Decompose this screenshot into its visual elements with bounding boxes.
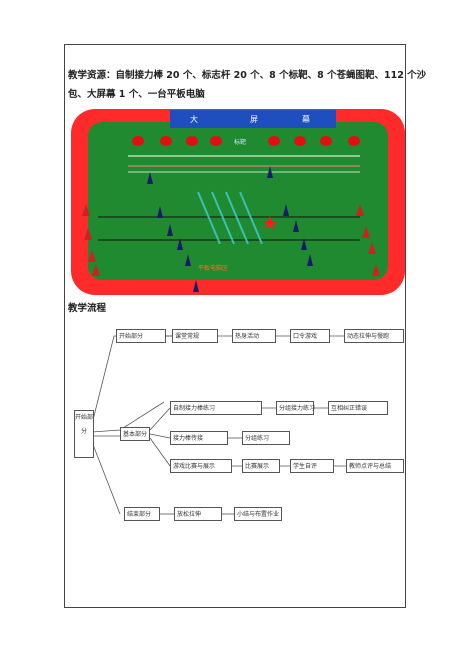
pole — [157, 206, 163, 218]
corner-cones — [82, 204, 380, 276]
field-diagram: 大 屏 幕 标靶 — [70, 108, 406, 296]
flow-node: 教师点评与总结 — [346, 459, 404, 473]
pole — [185, 254, 191, 266]
target-row — [132, 136, 360, 146]
flow-node: 互相纠正错误 — [328, 401, 388, 415]
flow-node: 基本部分 — [120, 427, 150, 441]
pole — [167, 224, 173, 236]
cone — [368, 242, 376, 254]
field-svg: 大 屏 幕 标靶 — [71, 109, 405, 295]
document-frame — [64, 44, 406, 608]
flow-node: 结束部分 — [124, 507, 160, 521]
flow-node: 分组练习 — [242, 431, 290, 445]
flow-node: 放松拉伸 — [174, 507, 222, 521]
cone — [356, 204, 364, 216]
target — [160, 136, 172, 146]
teacher-star-icon — [263, 216, 277, 229]
flow-node: 游戏比赛与展示 — [170, 459, 232, 473]
flow-root-label: 开始部分 — [75, 414, 94, 435]
connector — [149, 437, 171, 467]
ladder — [225, 191, 249, 245]
flow-node: 热身活动 — [232, 329, 276, 343]
connector — [91, 441, 121, 515]
ladder — [211, 191, 235, 245]
flow-chart: 开始部分 开始部分 课堂常规 热身活动 口令游戏 动态拉伸与慢跑 基本部分 自制… — [64, 314, 406, 608]
flow-node: 口令游戏 — [290, 329, 330, 343]
marker-poles — [147, 166, 313, 292]
connector — [149, 433, 171, 439]
flow-node: 接力棒传接 — [170, 431, 228, 445]
agility-ladders — [197, 191, 263, 245]
pole — [293, 220, 299, 232]
tablet-zone-label: 平板电脑区 — [198, 264, 228, 272]
pole — [147, 172, 153, 184]
cone — [92, 264, 100, 276]
screen-banner — [170, 110, 336, 128]
cone — [362, 226, 370, 238]
pole — [283, 204, 289, 216]
flow-node: 动态拉伸与慢跑 — [344, 329, 404, 343]
flow-node: 自制接力棒练习 — [170, 401, 262, 415]
banner-char-3: 幕 — [302, 114, 310, 124]
cone — [88, 250, 96, 262]
cone — [372, 264, 380, 276]
flow-node: 开始部分 — [116, 329, 166, 343]
zone-label: 标靶 — [234, 138, 246, 146]
pole — [307, 254, 313, 266]
teaching-resources: 教学资源：自制接力棒 20 个、标志杆 20 个、8 个标靶、8 个苍蝇图靶、1… — [68, 66, 427, 104]
flow-root: 开始部分 — [74, 410, 94, 458]
cone — [84, 228, 92, 240]
banner-char-1: 大 — [190, 114, 198, 124]
flow-node: 小结与布置作业 — [234, 507, 282, 521]
flow-node: 学生自评 — [290, 459, 334, 473]
target — [132, 136, 144, 146]
flow-node: 分组接力练习 — [276, 401, 315, 415]
pole — [193, 280, 199, 292]
banner-char-2: 屏 — [250, 115, 258, 124]
pole — [267, 166, 273, 178]
target — [186, 136, 198, 146]
resources-line-1: 教学资源：自制接力棒 20 个、标志杆 20 个、8 个标靶、8 个苍蝇图靶、1… — [68, 70, 427, 81]
target — [268, 136, 280, 146]
connector — [149, 407, 171, 431]
ladder — [197, 191, 221, 245]
target — [320, 136, 332, 146]
flow-node: 课堂常规 — [172, 329, 218, 343]
flow-title: 教学流程 — [68, 303, 107, 314]
connector — [91, 335, 172, 425]
ladder — [239, 191, 263, 245]
pole — [177, 238, 183, 250]
flow-node: 比赛展示 — [242, 459, 280, 473]
target — [210, 136, 222, 146]
pole — [301, 238, 307, 250]
resources-line-2: 包、大屏幕 1 个、一台平板电脑 — [68, 89, 205, 100]
target — [348, 136, 360, 146]
cone — [82, 204, 90, 216]
target — [294, 136, 306, 146]
